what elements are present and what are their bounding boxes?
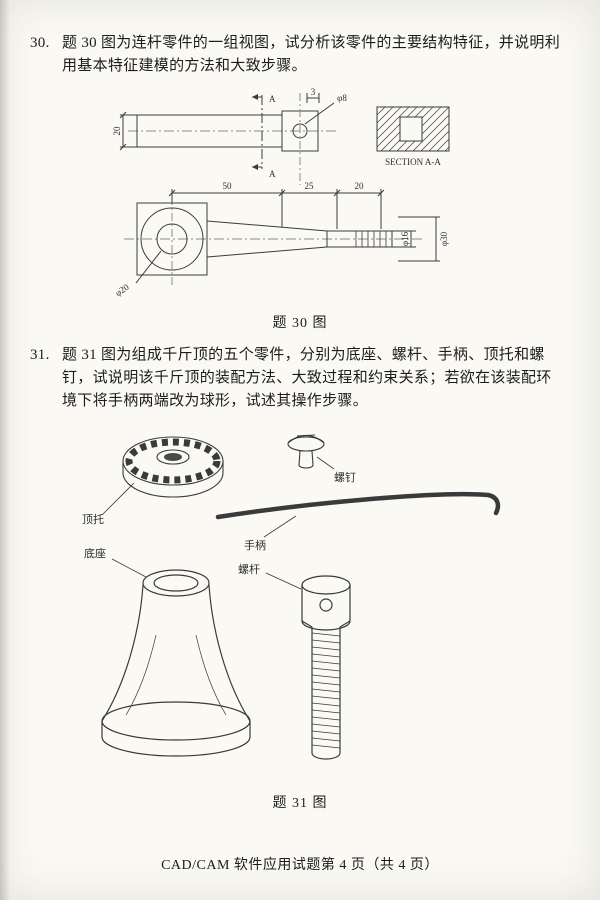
part-handle <box>215 492 501 538</box>
dim-phi30-label: φ30 <box>439 231 449 246</box>
figure-31: 顶托 螺钉 手柄 底座 螺杆 <box>68 415 600 790</box>
section-letter-top: A <box>269 94 276 104</box>
dim-50-label: 50 <box>223 181 233 191</box>
dim-phi20-label: φ20 <box>113 281 131 298</box>
part-screw-rod <box>265 572 351 760</box>
front-view <box>119 92 338 185</box>
dim-phi8-label: φ8 <box>337 93 347 103</box>
plan-view <box>124 188 440 285</box>
section-letter-bottom: A <box>269 169 276 179</box>
figure-31-drawing: 顶托 螺钉 手柄 底座 螺杆 <box>82 434 501 760</box>
dim-height-20-label: 20 <box>112 126 122 136</box>
figure-30-drawing: 20 3 φ8 A A SECTION A-A 50 25 20 φ20 φ16… <box>112 87 450 298</box>
dim-phi16-label: φ16 <box>400 231 410 246</box>
dim-3-label: 3 <box>311 87 316 97</box>
question-30-number: 30. <box>30 35 50 51</box>
part-base <box>101 558 251 757</box>
question-30: 30. 题 30 图为连杆零件的一组视图，试分析该零件的主要结构特征，并说明利用… <box>0 32 600 79</box>
question-30-text: 题 30 图为连杆零件的一组视图，试分析该零件的主要结构特征，并说明利用基本特征… <box>62 35 561 75</box>
part-top-nut <box>101 436 224 516</box>
question-31-number: 31. <box>30 346 50 363</box>
label-screw-rod: 螺杆 <box>238 562 260 576</box>
page-footer: CAD/CAM 软件应用试题第 4 页（共 4 页） <box>161 858 439 873</box>
figure-30: 20 3 φ8 A A SECTION A-A 50 25 20 φ20 φ16… <box>92 85 600 310</box>
question-31-text: 题 31 图为组成千斤顶的五个零件，分别为底座、螺杆、手柄、顶托和螺钉，试说明该… <box>62 346 552 410</box>
figure-31-caption: 题 31 图 <box>272 796 328 812</box>
label-screw-pin: 螺钉 <box>334 471 356 484</box>
figure-30-caption: 题 30 图 <box>272 315 328 331</box>
part-screw-pin <box>287 434 335 470</box>
dim-20-label: 20 <box>355 181 365 191</box>
label-handle: 手柄 <box>244 538 266 552</box>
label-top-nut: 顶托 <box>82 512 104 526</box>
section-view <box>376 106 450 151</box>
label-base: 底座 <box>84 546 106 560</box>
section-title-label: SECTION A-A <box>385 157 441 167</box>
question-31: 31. 题 31 图为组成千斤顶的五个零件，分别为底座、螺杆、手柄、顶托和螺钉，… <box>0 344 600 414</box>
dim-25-label: 25 <box>305 181 315 191</box>
